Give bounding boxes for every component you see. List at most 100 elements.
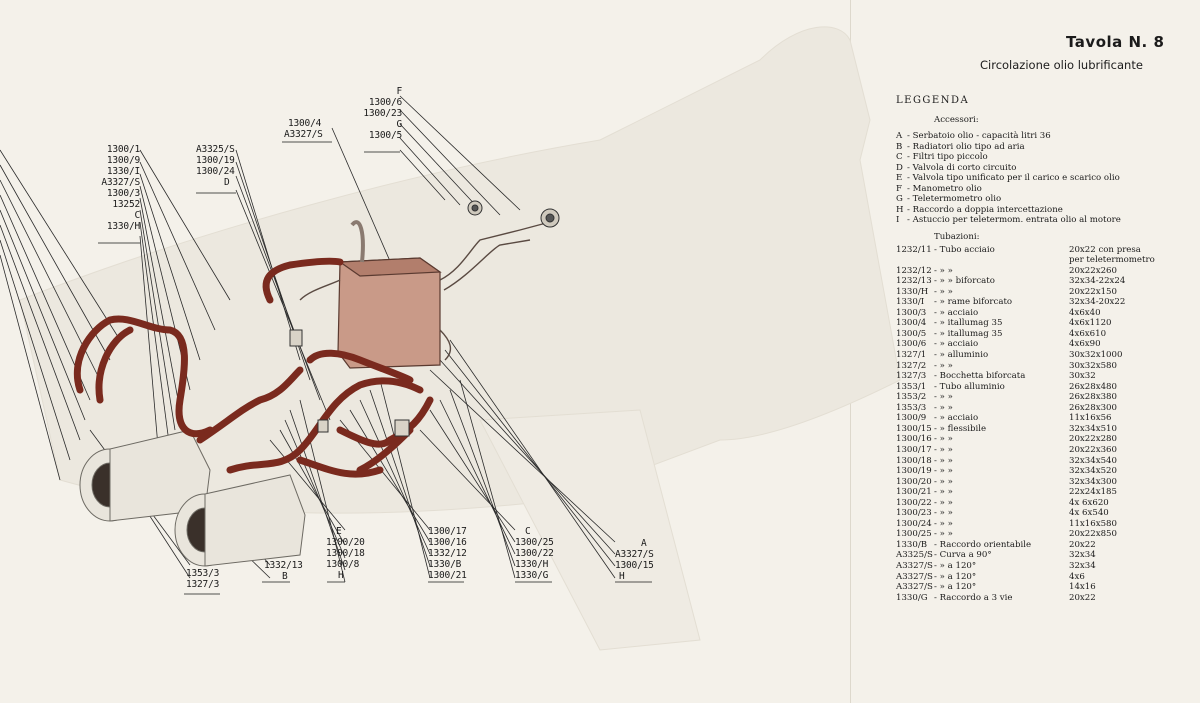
pipe-desc: - Curva a 90°: [934, 550, 992, 561]
pipe-row: 1300/21- » »22x24x185: [896, 487, 1196, 498]
pipe-row: 1300/18- » »32x34x540: [896, 456, 1196, 467]
accessory-key: B: [896, 141, 903, 152]
accessory-text: - Valvola tipo unificato per il carico e…: [907, 173, 1120, 184]
callout-label: A3325/S: [196, 144, 235, 155]
pipe-size: 11x16x56: [1069, 413, 1112, 424]
pipe-code: 1330/G: [896, 592, 928, 603]
callout-label: 1300/5: [368, 130, 402, 141]
accessory-item: C- Filtri tipo piccolo: [896, 152, 1196, 163]
pipe-row: A3325/S- Curva a 90°32x34: [896, 550, 1196, 561]
pipe-row: per teletermometro: [896, 255, 1196, 266]
pipe-code: 1232/13: [896, 276, 932, 287]
pipe-desc: - » »: [934, 402, 953, 413]
pipe-code: 1300/16: [896, 434, 932, 445]
accessory-item: B - Radiatori olio tipo ad aria: [896, 142, 1196, 153]
pipe-size: 32x34x540: [1069, 455, 1117, 466]
pipe-code: 1232/11: [896, 244, 932, 255]
callout-label: 1330/H: [515, 559, 549, 570]
callout-stack-bottom-2: 1332/13 B: [264, 560, 303, 582]
accessory-text: - Raccordo a doppia intercettazione: [907, 204, 1063, 215]
callout-label: 1300/4: [288, 118, 322, 129]
pipe-row: A3327/S- » a 120°32x34: [896, 561, 1196, 572]
pipe-desc: - » »: [934, 392, 953, 403]
callout-label: C: [134, 210, 140, 221]
callout-label: A: [641, 538, 647, 549]
thermometer-gauge-icon: [540, 208, 560, 228]
pipe-code: 1300/21: [896, 487, 932, 498]
callout-label: D: [224, 177, 230, 188]
plate-subtitle: Circolazione olio lubrificante: [980, 58, 1143, 72]
thin-tubes: [299, 221, 551, 361]
pipe-size: 20x22: [1069, 539, 1096, 550]
callout-label: 1300/20: [326, 537, 365, 548]
accessories-heading: Accessori:: [934, 114, 979, 125]
callout-stack-left: 1300/1 1300/9 1330/I A3327/S 1300/3 1325…: [96, 144, 140, 232]
pipe-desc: - » »: [934, 360, 953, 371]
callout-stack-bottom-3: E 1300/20 1300/18 1300/8 H: [326, 526, 365, 581]
callout-label: 1330/G: [515, 570, 549, 581]
pipe-row: 1300/22- » »4x 6x620: [896, 498, 1196, 509]
callout-label: 1300/3: [106, 188, 140, 199]
callout-label: 1300/16: [428, 537, 467, 548]
aircraft-silhouette: [19, 26, 901, 651]
accessory-text: - Serbatoio olio - capacità litri 36: [907, 131, 1051, 142]
pipe-desc: - Tubo alluminio: [934, 381, 1005, 392]
accessory-item: E- Valvola tipo unificato per il carico …: [896, 173, 1196, 184]
pipe-size: 20x22x360: [1069, 444, 1117, 455]
callout-label: H: [338, 570, 344, 581]
pipe-row: A3327/S- » a 120°14x16: [896, 582, 1196, 593]
pipe-desc: - » »: [934, 455, 953, 466]
pipe-desc: - » acciaio: [934, 339, 979, 350]
callout-label: A3327/S: [284, 129, 323, 140]
legend-heading: LEGGENDA: [896, 95, 970, 106]
callout-label: 1327/3: [186, 579, 220, 590]
callout-label: G: [396, 119, 402, 130]
accessory-item: D- Valvola di corto circuito: [896, 163, 1196, 174]
pipe-size: 4x 6x540: [1069, 508, 1109, 519]
pipe-desc: - » rame biforcato: [934, 297, 1013, 308]
pipe-code: 1330/B: [896, 539, 928, 550]
callout-label: A3327/S: [101, 177, 140, 188]
pipe-size: 11x16x580: [1069, 518, 1117, 529]
oil-tank: [337, 220, 442, 369]
callout-label: 1300/21: [428, 570, 467, 581]
accessory-text: - Radiatori olio tipo ad aria: [907, 141, 1025, 152]
pipe-desc: - » »: [934, 444, 953, 455]
pipe-desc: - Tubo acciaio: [934, 244, 995, 255]
engine-right: [174, 474, 306, 567]
pipe-size: 4x6: [1069, 571, 1085, 582]
legend-panel: LEGGENDA Accessori: A- Serbatoio olio - …: [896, 95, 1196, 604]
callout-label: H: [619, 571, 625, 582]
callout-brackets: [98, 141, 652, 595]
callout-label: 1330/H: [106, 221, 140, 232]
accessory-item: H- Raccordo a doppia intercettazione: [896, 205, 1196, 216]
callout-label: 1300/6: [368, 97, 402, 108]
pipe-row: 1353/3- » »26x28x300: [896, 403, 1196, 414]
pipe-row: A3327/S- » a 120°4x6: [896, 572, 1196, 583]
pipe-size: 14x16: [1069, 582, 1096, 593]
callout-label: 1300/17: [428, 526, 467, 537]
callout-stack-bottom-6: A A3327/S 1300/15 H: [615, 538, 654, 582]
pipe-row: 1300/16- » »20x22x280: [896, 434, 1196, 445]
callout-label: 1300/24: [196, 166, 235, 177]
callout-stack-top-b: F 1300/6 1300/23 G 1300/5: [362, 86, 402, 141]
pipe-code: 1300/22: [896, 497, 932, 508]
accessory-text: - Valvola di corto circuito: [907, 162, 1017, 173]
pipe-size: 32x34: [1069, 550, 1096, 561]
pipe-desc: - » a 120°: [934, 560, 977, 571]
callout-label: 1300/18: [326, 548, 365, 559]
accessory-item: G- Teletermometro olio: [896, 194, 1196, 205]
callout-label: 1330/B: [428, 559, 462, 570]
accessory-key: I: [896, 215, 900, 226]
pipe-size: 4x6x90: [1069, 339, 1101, 350]
callout-stack-bottom-1: 1353/3 1327/3: [186, 568, 219, 590]
pipe-size: 20x22 con presa: [1069, 244, 1141, 255]
pipe-code: 1327/1: [896, 350, 927, 361]
